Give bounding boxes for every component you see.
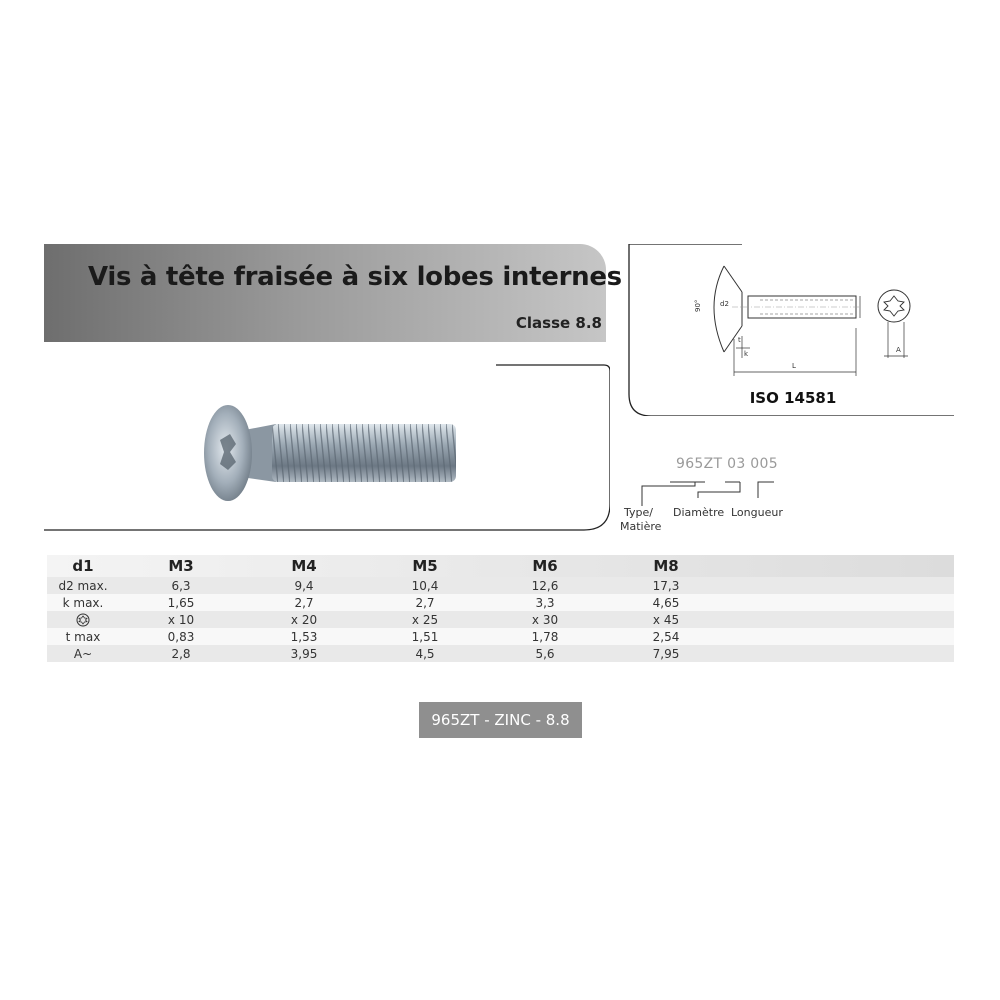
table-cell: x 45 [652, 612, 680, 627]
drive-end-view [877, 289, 911, 323]
table-cell: 3,3 [535, 595, 555, 610]
spacer [727, 628, 954, 645]
table-cell: 1,51 [411, 629, 439, 644]
table-header-row: d1 M3 M4 M5 M6 M8 [47, 555, 954, 577]
column-header: M6 [532, 557, 558, 575]
technical-drawing: 90° d2 k t L A ISO 14581 [628, 243, 954, 417]
product-code-tag: 965ZT - ZINC - 8.8 [419, 702, 582, 738]
table-cell: 2,8 [171, 646, 191, 661]
spacer [727, 611, 954, 628]
table-cell: 2,7 [415, 595, 435, 610]
table-cell: 1,53 [290, 629, 318, 644]
table-row: d2 max. 6,3 9,4 10,4 12,6 17,3 [47, 577, 954, 594]
spacer [727, 555, 954, 577]
row-label: A~ [73, 646, 93, 661]
reference-brackets [641, 481, 774, 506]
table-cell: 5,6 [535, 646, 555, 661]
t-label: t [738, 336, 741, 344]
angle-label: 90° [694, 300, 702, 312]
table-cell: 1,78 [531, 629, 559, 644]
d2-label: d2 [720, 300, 729, 308]
column-header: M4 [291, 557, 317, 575]
table-cell: 9,4 [294, 578, 314, 593]
row-label: k max. [62, 595, 104, 610]
screw-photo [204, 405, 456, 501]
reference-code: 965ZT 03 005 [676, 456, 778, 472]
row-label [47, 611, 119, 628]
spec-table: d1 M3 M4 M5 M6 M8 d2 max. 6,3 9,4 10,4 1… [47, 555, 954, 662]
column-header: M5 [412, 557, 438, 575]
table-cell: 4,5 [415, 646, 435, 661]
longueur-label: Longueur [731, 506, 783, 519]
spacer [727, 594, 954, 611]
column-header: M3 [168, 557, 194, 575]
spacer [727, 577, 954, 594]
table-row: t max 0,83 1,53 1,51 1,78 2,54 [47, 628, 954, 645]
table-cell: x 30 [531, 612, 559, 627]
header-banner: Vis à tête fraisée à six lobes internes … [44, 244, 622, 342]
table-row: k max. 1,65 2,7 2,7 3,3 4,65 [47, 594, 954, 611]
hexalobular-drive-icon [76, 613, 90, 627]
A-label: A [896, 346, 901, 354]
iso-standard-label: ISO 14581 [749, 389, 837, 407]
row-label: t max [65, 629, 101, 644]
header-d1: d1 [72, 557, 94, 575]
diametre-label: Diamètre [673, 506, 725, 519]
L-label: L [792, 362, 796, 370]
table-cell: x 10 [167, 612, 195, 627]
k-label: k [744, 350, 749, 358]
column-header: M8 [653, 557, 679, 575]
table-row: x 10 x 20 x 25 x 30 x 45 [47, 611, 954, 628]
table-cell: 7,95 [652, 646, 680, 661]
table-cell: 4,65 [652, 595, 680, 610]
table-cell: 12,6 [531, 578, 559, 593]
type-label: Type/ [624, 506, 653, 519]
row-label: d2 max. [58, 578, 108, 593]
class-label: Classe 8.8 [515, 314, 602, 332]
page-title: Vis à tête fraisée à six lobes internes [88, 262, 622, 292]
product-photo-frame [44, 364, 610, 532]
spacer [727, 645, 954, 662]
table-cell: x 25 [411, 612, 439, 627]
matiere-label: Matière [620, 520, 662, 533]
table-cell: 10,4 [411, 578, 439, 593]
table-cell: 17,3 [652, 578, 680, 593]
table-row: A~ 2,8 3,95 4,5 5,6 7,95 [47, 645, 954, 662]
table-cell: 2,54 [652, 629, 680, 644]
table-cell: 0,83 [167, 629, 195, 644]
table-cell: 3,95 [290, 646, 318, 661]
table-cell: x 20 [290, 612, 318, 627]
table-cell: 6,3 [171, 578, 191, 593]
table-cell: 1,65 [167, 595, 195, 610]
table-cell: 2,7 [294, 595, 314, 610]
